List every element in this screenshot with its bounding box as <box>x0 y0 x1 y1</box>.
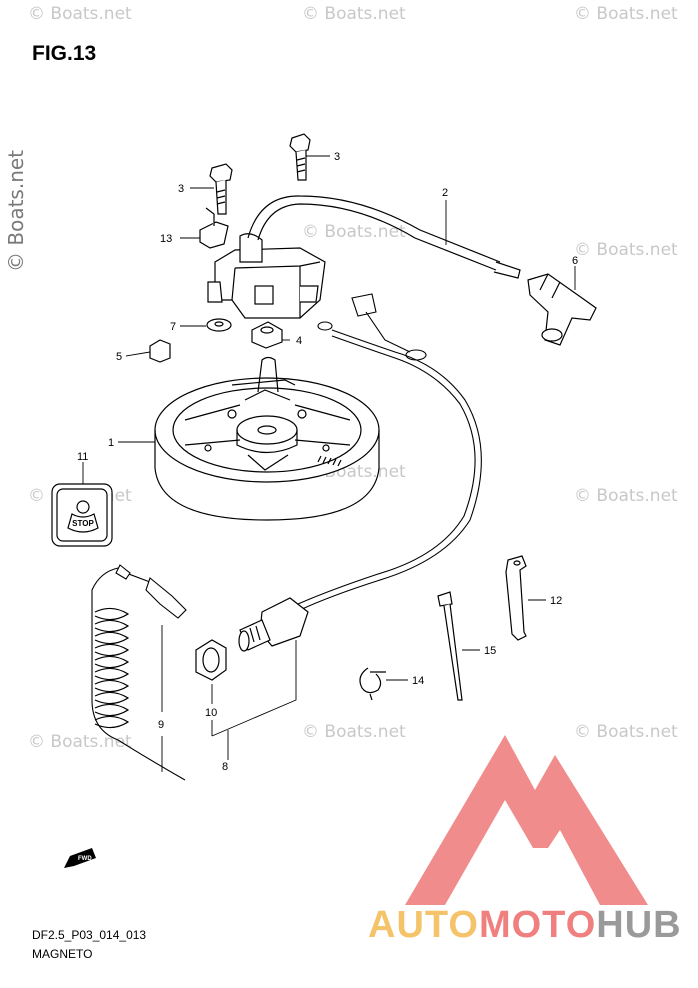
leader-lines <box>82 155 576 772</box>
stop-plate <box>51 483 113 547</box>
watermark: © Boats.net <box>302 222 406 242</box>
watermark: © Boats.net <box>28 4 132 24</box>
callout-1: 1 <box>108 437 114 449</box>
diagram-caption: MAGNETO <box>32 947 93 961</box>
callout-labels: 1 2 3 3 4 5 6 7 8 9 10 11 12 13 14 15 <box>77 151 578 773</box>
watermark: © Boats.net <box>28 732 132 752</box>
bolt-upper <box>289 133 311 181</box>
callout-13: 13 <box>160 233 172 245</box>
lanyard <box>91 564 187 781</box>
callout-6: 6 <box>572 255 578 267</box>
fwd-label: FWD <box>78 856 92 862</box>
callout-11: 11 <box>77 451 88 463</box>
watermark: © Boats.net <box>574 722 678 742</box>
callout-15: 15 <box>484 645 496 657</box>
watermark: © Boats.net <box>574 4 678 24</box>
callout-10: 10 <box>205 707 217 719</box>
logo-part-moto: MOTO <box>478 904 597 946</box>
nut <box>251 321 283 349</box>
bracket <box>199 207 229 249</box>
key <box>149 339 171 363</box>
clamp <box>505 555 527 641</box>
callout-3a: 3 <box>334 151 340 163</box>
callout-14: 14 <box>412 675 424 687</box>
callout-4: 4 <box>296 335 302 347</box>
fwd-arrow-icon <box>64 848 96 868</box>
callout-7: 7 <box>170 321 176 333</box>
callout-2: 2 <box>442 187 448 199</box>
callout-5: 5 <box>116 351 122 363</box>
callout-9: 9 <box>158 719 164 731</box>
stop-switch <box>238 597 309 652</box>
switch-nut <box>195 639 227 681</box>
cable-tie <box>437 591 463 701</box>
watermark: © Boats.net <box>302 4 406 24</box>
ignition-coil <box>207 233 326 319</box>
logo-mark <box>405 735 648 905</box>
callout-3b: 3 <box>178 183 184 195</box>
watermark: © Boats.net <box>574 486 678 506</box>
logo-part-auto: AUTO <box>368 904 479 946</box>
watermark: © Boats.net <box>574 240 678 260</box>
lanyard-coil <box>94 607 130 729</box>
harness-wire <box>297 293 482 611</box>
diagram-code: DF2.5_P03_014_013 <box>32 928 147 942</box>
logo-part-hub: HUB <box>596 904 682 946</box>
callout-12: 12 <box>550 595 562 607</box>
flywheel <box>154 356 380 521</box>
watermark: © Boats.net <box>302 722 406 742</box>
figure-title: FIG.13 <box>32 42 97 65</box>
washer <box>206 318 232 332</box>
bolt-left <box>209 163 233 215</box>
callout-8: 8 <box>222 761 228 773</box>
plug-cap <box>527 273 597 346</box>
brand-logo: AUTOMOTOHUB <box>368 904 682 947</box>
clip <box>359 667 386 701</box>
high-tension-cord <box>247 195 521 279</box>
stop-label: STOP <box>72 519 94 528</box>
